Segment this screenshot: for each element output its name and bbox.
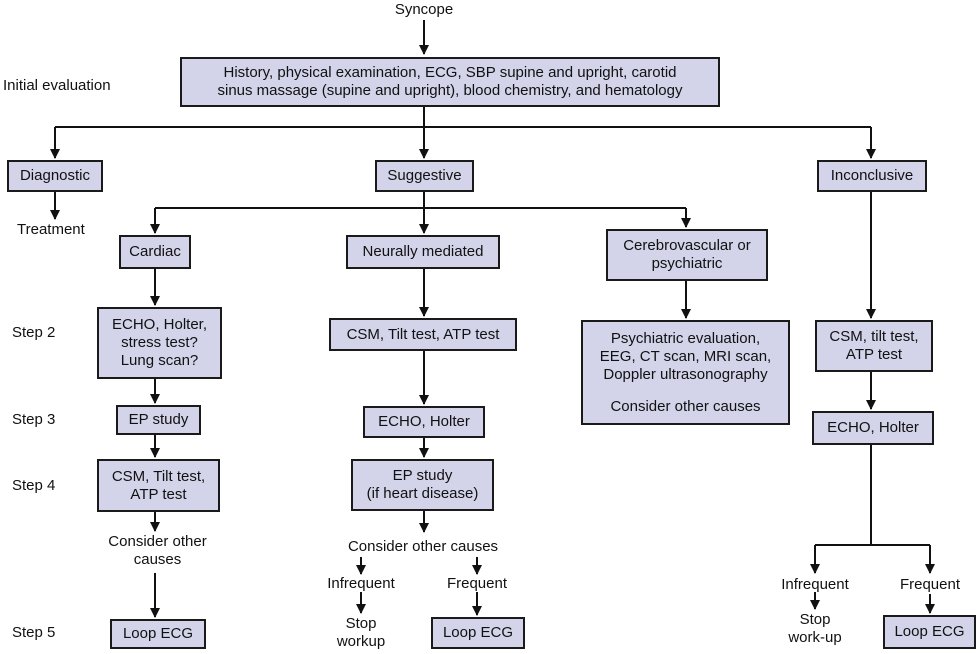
cardiac-ep-study-box: EP study — [116, 405, 201, 435]
inconclusive-frequent-text: Frequent — [899, 576, 961, 593]
cardiac-step4-line-2: ATP test — [130, 485, 187, 503]
neural-consider-text: Consider other causes — [347, 538, 499, 555]
inconclusive-echo-holter-box: ECHO, Holter — [812, 411, 934, 445]
inconclusive-stop-line-1: Stop — [799, 611, 831, 628]
neural-stop-line-2: workup — [336, 633, 386, 650]
initial-line-2: sinus massage (supine and upright), bloo… — [217, 82, 683, 99]
neural-infrequent-text: Infrequent — [327, 575, 395, 592]
cardiac-step2-box: ECHO, Holter, stress test? Lung scan? — [97, 307, 222, 379]
cerebro-box: Cerebrovascular or psychiatric — [606, 229, 768, 281]
diagnostic-box: Diagnostic — [7, 160, 103, 192]
cardiac-loop-ecg-box: Loop ECG — [110, 619, 206, 649]
cardiac-box: Cardiac — [119, 235, 191, 269]
neural-ep-line-2: (if heart disease) — [366, 485, 479, 502]
inconclusive-infrequent-text: Infrequent — [781, 576, 849, 593]
inconclusive-step2-box: CSM, tilt test, ATP test — [815, 320, 933, 372]
inconclusive-box: Inconclusive — [817, 160, 927, 192]
cardiac-step4-line-1: CSM, Tilt test, — [111, 467, 206, 485]
neural-loop-ecg-box: Loop ECG — [431, 617, 525, 649]
neural-echo-holter-box: ECHO, Holter — [363, 406, 485, 438]
inconclusive-stop-text: Stop work-up — [775, 611, 855, 647]
cerebro-eval-line-3: Doppler ultrasonography — [603, 365, 768, 383]
row-label-step4: Step 4 — [12, 477, 56, 494]
neural-step2-box: CSM, Tilt test, ATP test — [329, 318, 517, 351]
neural-ep-study-box: EP study (if heart disease) — [351, 459, 494, 511]
neural-box: Neurally mediated — [346, 235, 500, 269]
row-label-step5: Step 5 — [12, 624, 56, 641]
inconclusive-step2-line-1: CSM, tilt test, — [829, 328, 919, 345]
cardiac-consider-line-1: Consider other — [108, 533, 207, 550]
inconclusive-step2-line-2: ATP test — [845, 346, 903, 363]
row-label-treatment: Treatment — [17, 221, 85, 238]
neural-stop-line-1: Stop — [345, 615, 377, 632]
initial-line-1: History, physical examination, ECG, SBP … — [223, 64, 677, 81]
neural-frequent-text: Frequent — [446, 575, 508, 592]
cerebro-line-2: psychiatric — [651, 255, 723, 272]
row-label-step2: Step 2 — [12, 324, 56, 341]
suggestive-box: Suggestive — [375, 160, 474, 192]
cerebro-eval-line-4: Consider other causes — [610, 397, 761, 415]
inconclusive-stop-line-2: work-up — [788, 629, 842, 646]
cardiac-step2-line-3: Lung scan? — [120, 352, 199, 369]
cardiac-step4-box: CSM, Tilt test, ATP test — [97, 459, 220, 512]
cerebro-eval-line-2: EEG, CT scan, MRI scan, — [599, 347, 772, 365]
initial-evaluation-box: History, physical examination, ECG, SBP … — [180, 57, 720, 107]
inconclusive-loop-ecg-box: Loop ECG — [883, 615, 976, 649]
row-label-initial: Initial evaluation — [3, 77, 111, 94]
cerebro-eval-line-1: Psychiatric evaluation, — [610, 329, 761, 347]
cardiac-step2-line-2: stress test? — [121, 334, 198, 351]
neural-stop-text: Stop workup — [326, 615, 396, 651]
diagram-title: Syncope — [394, 1, 454, 18]
cardiac-step2-line-1: ECHO, Holter, — [111, 316, 208, 333]
cardiac-consider-line-2: causes — [133, 551, 182, 568]
cerebro-eval-box: Psychiatric evaluation, EEG, CT scan, MR… — [581, 320, 790, 425]
cardiac-consider-text: Consider other causes — [95, 533, 220, 569]
cerebro-line-1: Cerebrovascular or — [623, 237, 751, 254]
row-label-step3: Step 3 — [12, 411, 56, 428]
neural-ep-line-1: EP study — [392, 467, 453, 484]
